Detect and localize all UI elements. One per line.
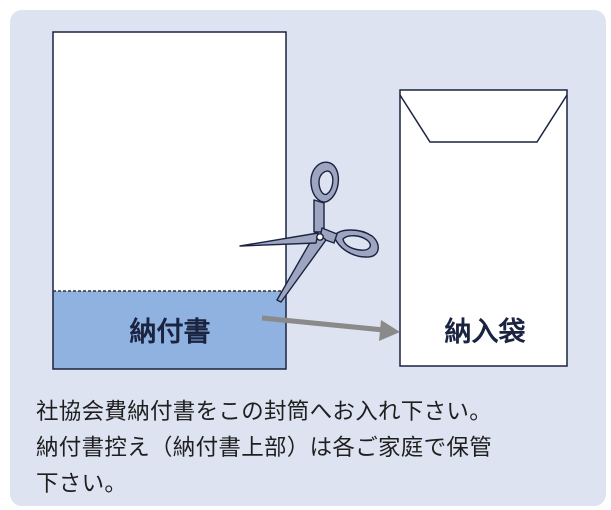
- instruction-caption: 社協会費納付書をこの封筒へお入れ下さい。 納付書控え（納付書上部）は各ご家庭で保…: [36, 394, 602, 502]
- scissors-icon: [239, 161, 379, 303]
- envelope-label: 納入袋: [445, 316, 527, 348]
- payment-slip: 納付書: [52, 31, 287, 370]
- arrow-right-icon: [261, 315, 400, 341]
- slip-outline: [52, 31, 287, 370]
- instruction-diagram: 納付書 納入袋: [52, 31, 568, 370]
- caption-line: 社協会費納付書をこの封筒へお入れ下さい。: [36, 399, 493, 425]
- slip-bottom-part: [53, 291, 286, 369]
- caption-line: 下さい。: [36, 471, 128, 497]
- slip-label: 納付書: [130, 316, 211, 348]
- slip-top-part: [53, 32, 286, 291]
- envelope-body: [399, 89, 568, 367]
- envelope-flap: [399, 94, 568, 143]
- caption-line: 納付書控え（納付書上部）は各ご家庭で保管: [36, 435, 493, 461]
- envelope: 納入袋: [399, 89, 568, 367]
